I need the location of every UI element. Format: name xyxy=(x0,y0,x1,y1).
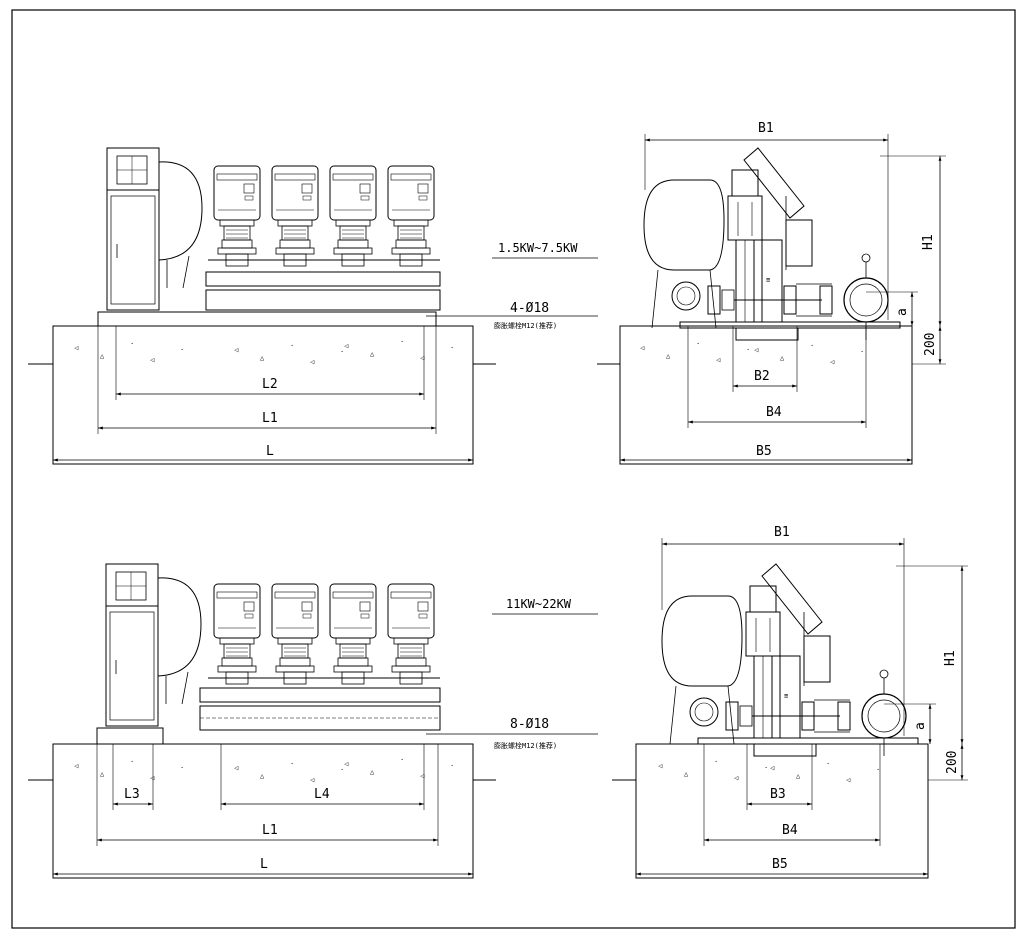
dim-L: L xyxy=(260,857,268,872)
power-range-label: 11KW~22KW xyxy=(506,597,572,611)
dim-B3: B3 xyxy=(770,787,786,802)
dim-H1: H1 xyxy=(921,234,936,250)
power-range-label: 1.5KW~7.5KW xyxy=(498,241,578,255)
dim-H1: H1 xyxy=(943,650,958,666)
dim-base-height: 200 xyxy=(923,333,938,356)
bottom-side-view: B1 H1 a 200 B3 B4 B5 xyxy=(612,525,968,879)
dim-a: a xyxy=(913,722,928,730)
anchor-note: 膨胀螺栓M12(推荐) xyxy=(494,321,557,330)
dim-B4: B4 xyxy=(782,823,798,838)
bolt-spec: 8-Ø18 xyxy=(510,717,549,732)
dim-base-height: 200 xyxy=(945,751,960,774)
dim-a: a xyxy=(895,308,910,316)
dim-L3: L3 xyxy=(124,787,140,802)
top-side-view: B1 H1 a 200 B2 B4 B5 xyxy=(597,121,946,465)
dim-B1: B1 xyxy=(774,525,790,540)
sheet-border xyxy=(11,9,1016,929)
bolt-spec: 4-Ø18 xyxy=(510,301,549,316)
dim-L1: L1 xyxy=(262,411,278,426)
dim-L1: L1 xyxy=(262,823,278,838)
dim-B4: B4 xyxy=(766,405,782,420)
bottom-front-view: L3 L4 L1 L 8-Ø18 膨胀螺栓M12(推荐) 11KW~22KW xyxy=(28,563,598,879)
dim-L4: L4 xyxy=(314,787,330,802)
anchor-note: 膨胀螺栓M12(推荐) xyxy=(494,741,557,750)
dim-L2: L2 xyxy=(262,377,278,392)
dim-L: L xyxy=(266,444,274,459)
dim-B2: B2 xyxy=(754,369,770,384)
dim-B1: B1 xyxy=(758,121,774,136)
dim-B5: B5 xyxy=(772,857,788,872)
top-front-view: L2 L1 L 4-Ø18 膨胀螺栓M12(推荐) 1.5KW~7.5KW xyxy=(28,147,598,465)
dim-B5: B5 xyxy=(756,444,772,459)
